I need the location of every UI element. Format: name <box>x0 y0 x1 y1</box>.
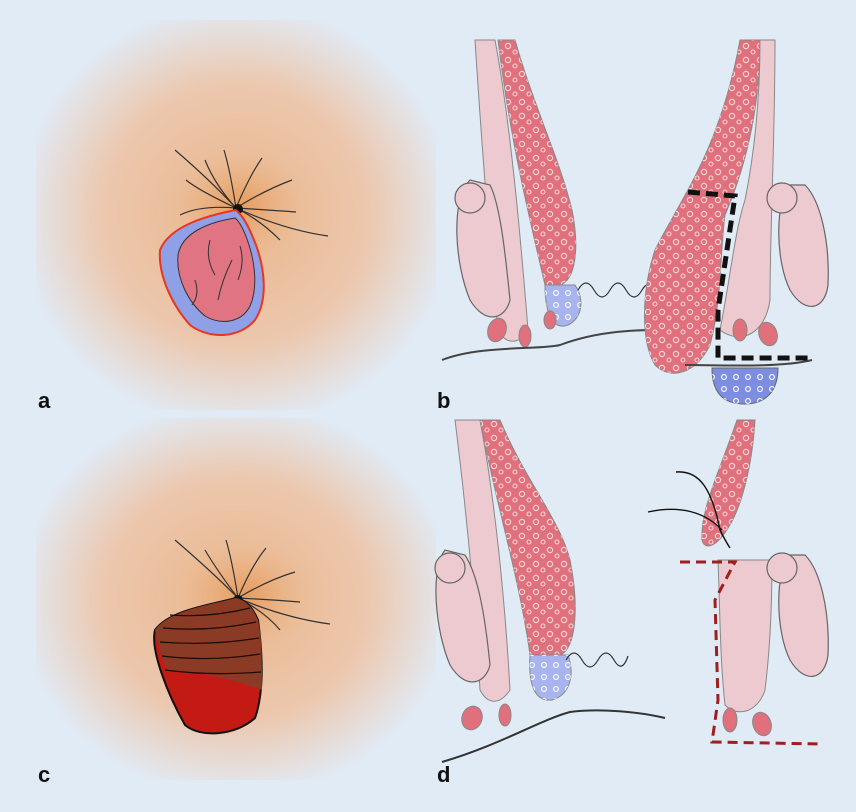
left-sphincter-ring <box>455 183 485 213</box>
panel-c-label: c <box>38 762 50 787</box>
sphincter-fiber-3 <box>544 311 556 329</box>
panel-b-label: b <box>437 388 450 413</box>
perianal-skin-line <box>442 330 660 360</box>
sphincter-fiber-d1 <box>458 703 485 732</box>
panel-a-label: a <box>38 388 51 413</box>
sphincter-fiber-4 <box>733 319 747 341</box>
sphincter-fiber-d2 <box>499 704 511 726</box>
dentate-line-wave-d <box>566 653 628 667</box>
sphincter-fiber-d3 <box>723 708 737 732</box>
right-sphincter-ring <box>767 183 797 213</box>
right-sphincter-ring-d <box>767 553 797 583</box>
panel-b: b <box>437 40 828 413</box>
panel-a: a <box>36 20 436 413</box>
perianal-skin-line-right <box>685 360 812 366</box>
panel-d-label: d <box>437 762 450 787</box>
panel-c: c <box>36 418 436 787</box>
sphincter-fiber-d4 <box>749 710 774 739</box>
left-sphincter-ring-d <box>435 553 465 583</box>
panel-d: d <box>435 420 828 787</box>
sphincter-fiber-2 <box>519 325 531 347</box>
right-internal-sphincter-d <box>718 560 772 712</box>
dentate-line-wave <box>578 283 654 297</box>
